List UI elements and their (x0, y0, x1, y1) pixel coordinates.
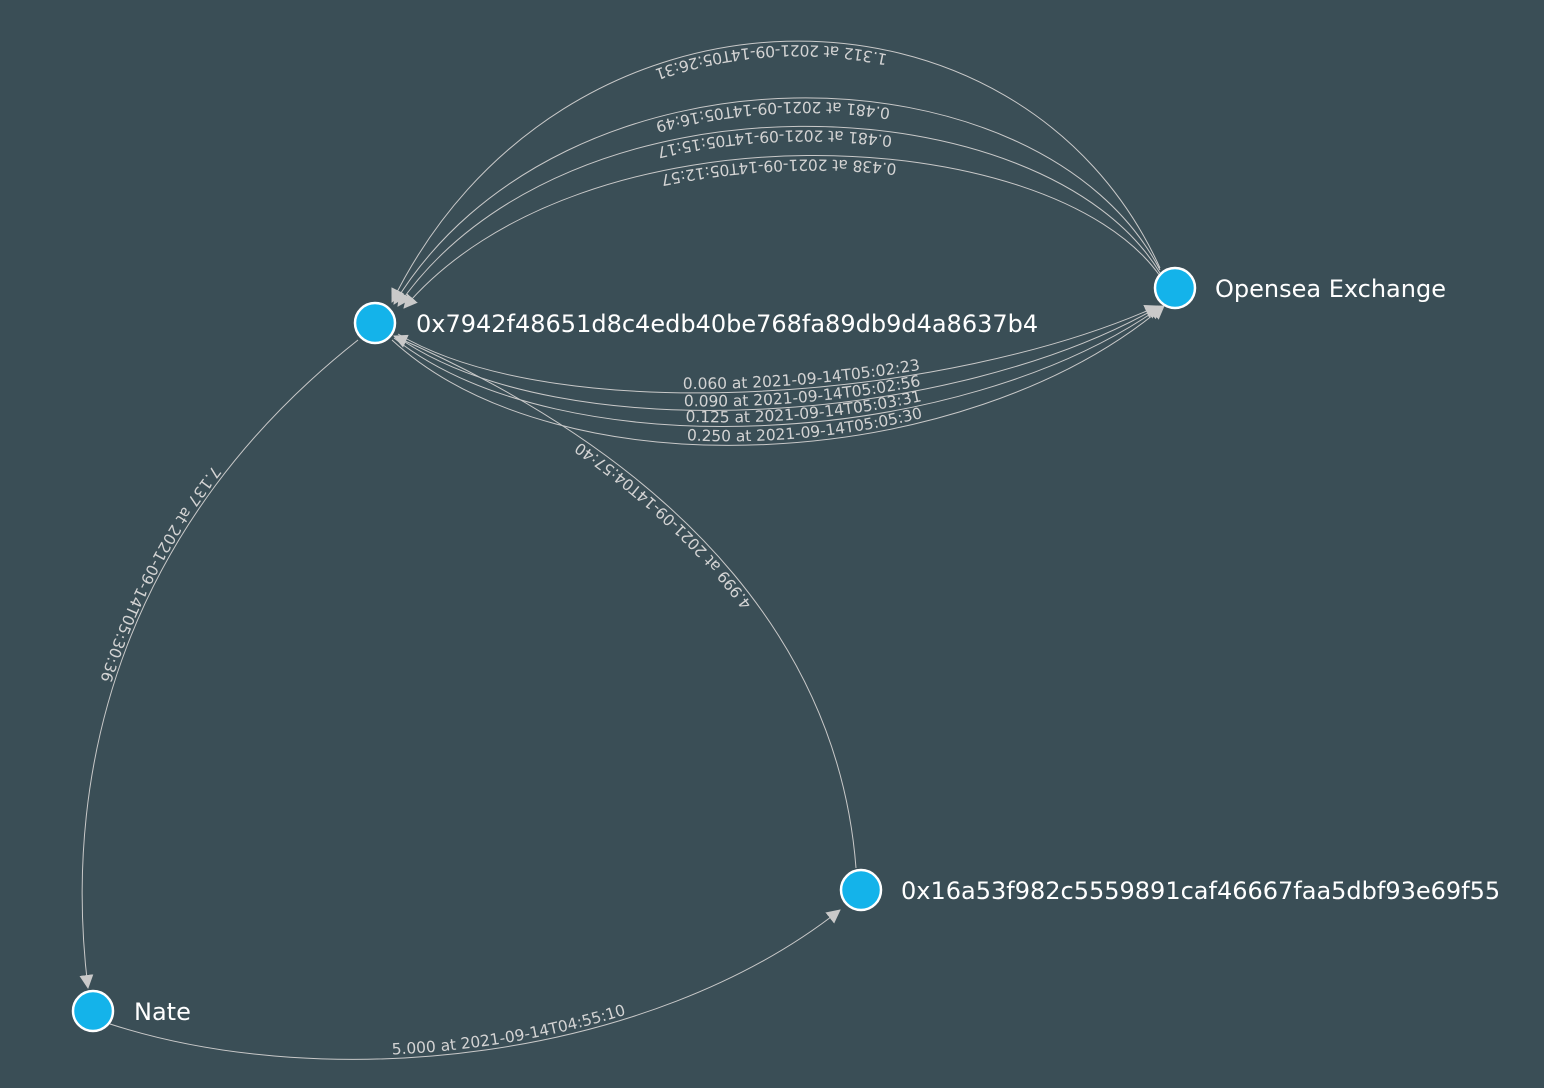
node-circle[interactable] (839, 868, 883, 912)
node-opensea[interactable]: Opensea Exchange (1153, 266, 1446, 310)
edge-opensea-to-wallet[interactable] (391, 40, 1161, 303)
edge-wallet-to-opensea[interactable] (393, 305, 1163, 427)
node-label: 0x16a53f982c5559891caf46667faa5dbf93e69f… (901, 877, 1500, 905)
edge-nate-to-contract[interactable] (109, 909, 841, 1060)
edge-wallet-to-opensea[interactable] (391, 305, 1165, 446)
edge-opensea-to-wallet[interactable] (403, 154, 1161, 309)
node-circle[interactable] (1153, 266, 1197, 310)
edge-label: 4.999 at 2021-09-14T04:57:40 (572, 439, 756, 613)
edge-label: 5.000 at 2021-09-14T04:55:10 (391, 1001, 627, 1058)
edge-contract-to-wallet[interactable] (393, 334, 857, 869)
nodes-layer: 0x7942f48651d8c4edb40be768fa89db9d4a8637… (71, 266, 1500, 1033)
node-contract[interactable]: 0x16a53f982c5559891caf46667faa5dbf93e69f… (839, 868, 1500, 912)
edge-opensea-to-wallet[interactable] (393, 97, 1161, 305)
edge-label: 1.312 at 2021-09-14T05:26:31 (653, 41, 889, 83)
edge-opensea-to-wallet[interactable] (397, 125, 1161, 307)
edge-wallet-to-opensea[interactable] (397, 304, 1159, 394)
edge-label: 7.137 at 2021-09-14T05:30:36 (97, 463, 225, 685)
node-label: Opensea Exchange (1215, 275, 1446, 303)
node-nate[interactable]: Nate (71, 989, 191, 1033)
node-label: Nate (134, 998, 191, 1026)
node-wallet[interactable]: 0x7942f48651d8c4edb40be768fa89db9d4a8637… (353, 301, 1038, 345)
node-label: 0x7942f48651d8c4edb40be768fa89db9d4a8637… (416, 310, 1038, 338)
node-circle[interactable] (71, 989, 115, 1033)
node-circle[interactable] (353, 301, 397, 345)
edges-layer (79, 40, 1165, 1060)
edge-wallet-to-nate[interactable] (79, 339, 359, 989)
edge-label: 0.438 at 2021-09-14T05:12:57 (659, 155, 897, 189)
edge-labels-layer: 1.312 at 2021-09-14T05:26:31 0.481 at 20… (97, 41, 924, 1058)
